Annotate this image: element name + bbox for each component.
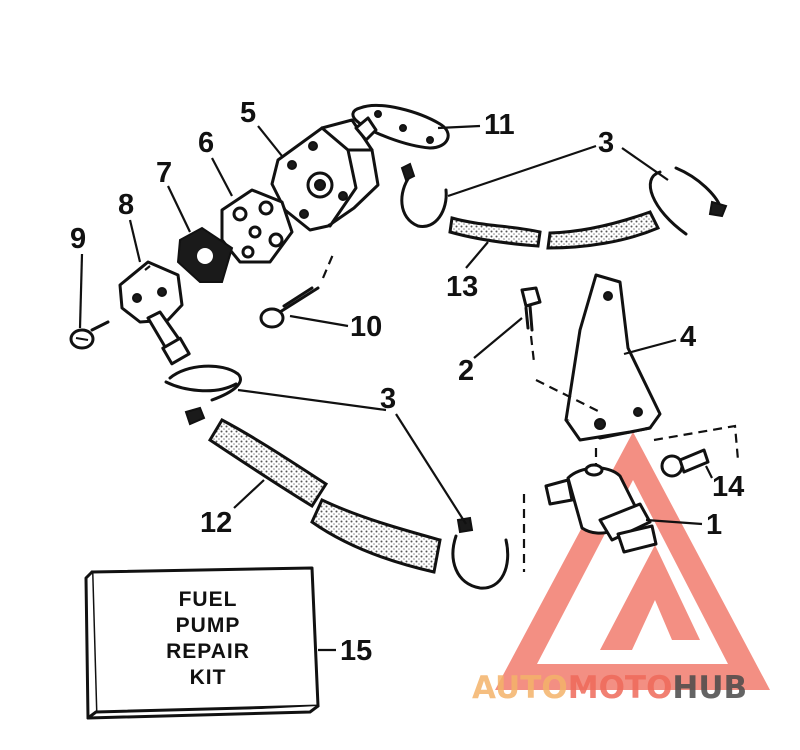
watermark-triangle-inner	[600, 545, 700, 650]
part-13-fuel-filter-upper	[448, 210, 661, 250]
part-10-pump-screw	[259, 251, 336, 329]
part-9-screw	[69, 320, 110, 350]
callout-2: 2	[458, 355, 474, 387]
part-1-fuel-fitting	[544, 448, 658, 554]
watermark-triangle-outer	[495, 432, 770, 690]
watermark-wordmark: AUTOMOTOHUB	[472, 670, 747, 706]
callout-8: 8	[118, 189, 134, 221]
part-15-repair-kit-box	[84, 566, 320, 720]
callout-3-lower: 3	[380, 383, 396, 415]
leader-lines	[78, 124, 713, 652]
part-11-cover-gasket	[351, 103, 450, 150]
svg-text:AUTOMOTOHUB: AUTOMOTOHUB	[472, 670, 747, 706]
callout-9: 9	[70, 223, 86, 255]
callout-4: 4	[680, 321, 696, 353]
callout-6: 6	[198, 127, 214, 159]
callout-14: 14	[712, 471, 744, 503]
callout-13: 13	[446, 271, 478, 303]
callout-10: 10	[350, 311, 382, 343]
part-5-fuel-pump-assembly	[270, 116, 380, 232]
part-12-fuel-filter-lower	[207, 418, 442, 574]
part-3-hose-clamp-lower-right	[451, 494, 526, 590]
watermark-logo	[495, 432, 770, 690]
part-2-bolt	[520, 286, 542, 363]
part-3-hose-clamp-upper-right	[648, 166, 728, 236]
watermark-hub: HUB	[672, 670, 747, 706]
watermark-moto: MOTO	[568, 670, 673, 706]
repair-kit-label: FUEL PUMP REPAIR KIT	[166, 588, 250, 689]
part-8-pump-cover	[118, 260, 191, 366]
callout-5: 5	[240, 97, 256, 129]
part-3-hose-clamp-lower-left	[164, 364, 242, 426]
part-3-hose-clamp-upper-left	[400, 162, 448, 228]
part-14-screw	[660, 448, 710, 478]
callout-3-upper: 3	[598, 127, 614, 159]
part-6-diaphragm	[220, 188, 294, 264]
callout-11: 11	[484, 109, 515, 141]
watermark-auto: AUTO	[472, 670, 568, 706]
kit-line-1: FUEL	[179, 588, 238, 611]
kit-line-2: PUMP	[176, 614, 241, 637]
callout-1: 1	[706, 509, 722, 541]
callout-labels: 5 6 7 8 9 10 11 3 13 2 4 3 14 1 12 15	[70, 97, 744, 667]
callout-15: 15	[340, 635, 372, 667]
part-4-mounting-bracket	[535, 273, 740, 461]
kit-line-3: REPAIR	[166, 640, 250, 663]
callout-7: 7	[156, 157, 172, 189]
kit-line-4: KIT	[190, 666, 227, 689]
part-7-gasket	[176, 226, 234, 283]
callout-12: 12	[200, 507, 232, 539]
